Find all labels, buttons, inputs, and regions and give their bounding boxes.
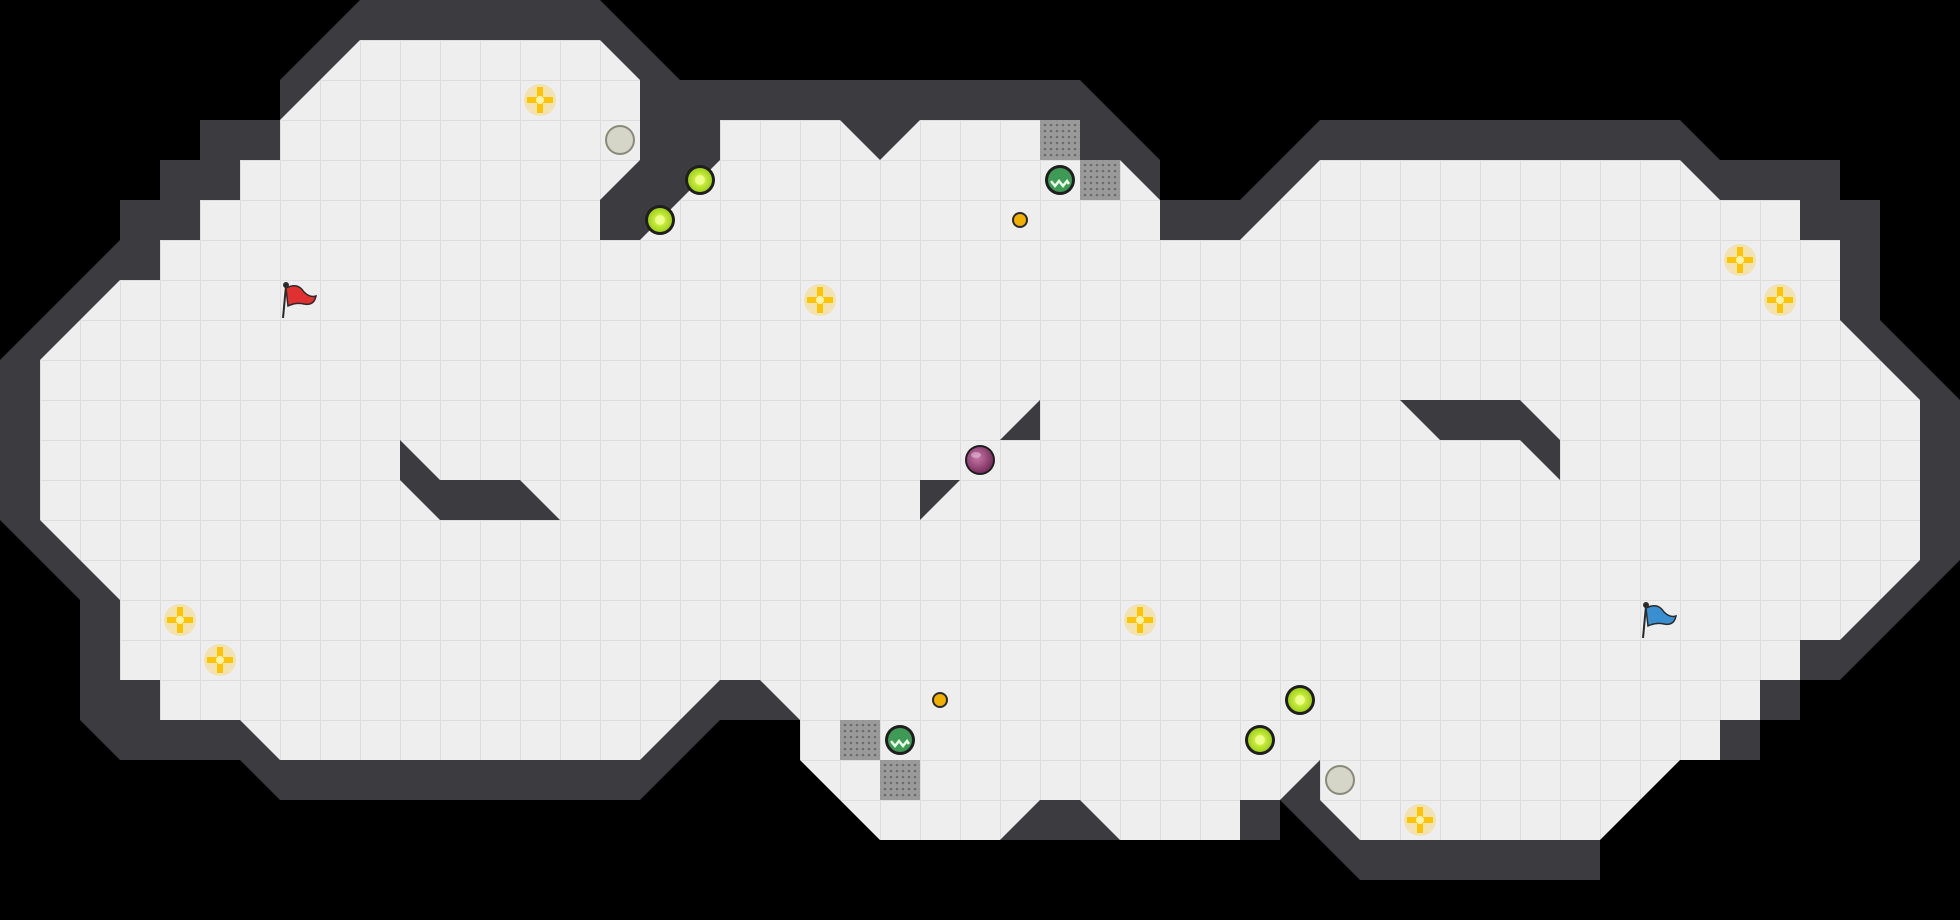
wall-triangle-upper <box>1000 400 1040 440</box>
inactive-portal-icon <box>605 125 635 155</box>
gate-tile <box>1080 160 1120 200</box>
gate-tile <box>840 720 880 760</box>
bomb-icon <box>885 725 915 755</box>
boost-pad-icon <box>1764 284 1796 316</box>
boost-pad-icon <box>1724 244 1756 276</box>
boost-pad-icon <box>804 284 836 316</box>
bomb-icon <box>1045 165 1075 195</box>
button-icon <box>1012 212 1028 228</box>
powerup-icon <box>685 165 715 195</box>
gate-tile <box>1040 120 1080 160</box>
wall-block-right <box>1400 400 1560 480</box>
wall-block-left <box>400 440 560 520</box>
powerup-icon <box>1245 725 1275 755</box>
button-icon <box>932 692 948 708</box>
red-flag-icon <box>282 282 317 319</box>
boost-pad-icon <box>1404 804 1436 836</box>
boost-pad-icon <box>1124 604 1156 636</box>
gate-tile <box>880 760 920 800</box>
wall-triangle-lower <box>920 480 960 520</box>
player-ball-icon <box>965 445 995 475</box>
entity-layer <box>164 84 1796 836</box>
boost-pad-icon <box>164 604 196 636</box>
inactive-portal-icon <box>1325 765 1355 795</box>
powerup-icon <box>1285 685 1315 715</box>
boost-pad-icon <box>204 644 236 676</box>
powerup-icon <box>645 205 675 235</box>
blue-flag-icon <box>1642 602 1677 639</box>
arena-floor <box>40 40 1920 840</box>
boost-pad-icon <box>524 84 556 116</box>
